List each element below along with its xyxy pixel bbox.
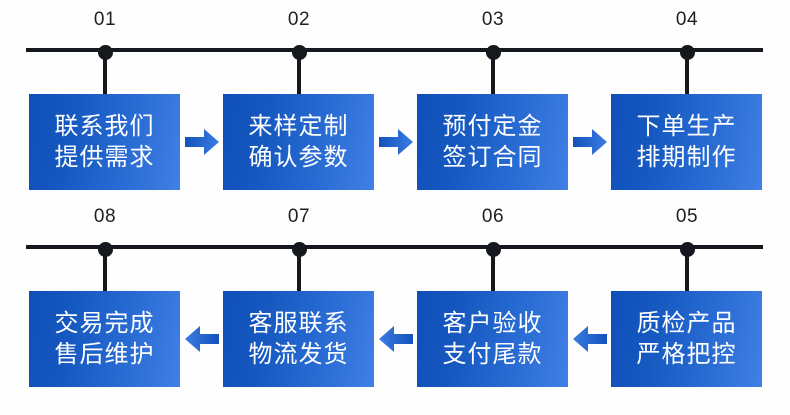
step-card-08[interactable]: 交易完成 售后维护 <box>29 291 180 387</box>
step-number-08: 08 <box>93 206 117 227</box>
step-card-07-line2: 物流发货 <box>248 340 349 368</box>
step-card-05-line1: 质检产品 <box>636 309 737 338</box>
connector-stem-03 <box>491 50 495 95</box>
timeline-node-dot-03 <box>486 45 501 60</box>
arrow-left-icon-05-to-06 <box>573 326 607 352</box>
step-card-01[interactable]: 联系我们 提供需求 <box>29 94 180 190</box>
timeline-node-dot-07 <box>292 242 307 257</box>
timeline-axis-row-bottom <box>26 245 763 249</box>
step-number-02: 02 <box>287 9 311 30</box>
timeline-axis-row-top <box>26 48 763 52</box>
arrow-left-icon-07-to-08 <box>185 326 219 352</box>
step-card-03-line2: 签订合同 <box>442 143 543 171</box>
step-card-06[interactable]: 客户验收 支付尾款 <box>417 291 568 387</box>
connector-stem-01 <box>103 50 107 95</box>
step-number-01: 01 <box>93 9 117 30</box>
step-card-06-line2: 支付尾款 <box>442 340 543 368</box>
step-card-07-line1: 客服联系 <box>248 309 349 338</box>
arrow-right-icon-03-to-04 <box>573 129 607 155</box>
step-card-07[interactable]: 客服联系 物流发货 <box>223 291 374 387</box>
step-card-02[interactable]: 来样定制 确认参数 <box>223 94 374 190</box>
step-card-04-line2: 排期制作 <box>636 143 737 171</box>
arrow-right-icon-02-to-03 <box>379 129 413 155</box>
step-card-05[interactable]: 质检产品 严格把控 <box>611 291 762 387</box>
step-card-08-line1: 交易完成 <box>54 309 155 338</box>
step-card-03-line1: 预付定金 <box>442 112 543 141</box>
connector-stem-02 <box>297 50 301 95</box>
step-card-02-line1: 来样定制 <box>248 112 349 141</box>
timeline-node-dot-04 <box>680 45 695 60</box>
connector-stem-08 <box>103 247 107 292</box>
timeline-node-dot-08 <box>98 242 113 257</box>
connector-stem-05 <box>685 247 689 292</box>
step-number-07: 07 <box>287 206 311 227</box>
step-card-01-line2: 提供需求 <box>54 143 155 171</box>
step-number-04: 04 <box>675 9 699 30</box>
timeline-node-dot-05 <box>680 242 695 257</box>
arrow-right-icon-01-to-02 <box>185 129 219 155</box>
step-number-06: 06 <box>481 206 505 227</box>
step-number-05: 05 <box>675 206 699 227</box>
step-card-06-line1: 客户验收 <box>442 309 543 338</box>
step-card-03[interactable]: 预付定金 签订合同 <box>417 94 568 190</box>
connector-stem-06 <box>491 247 495 292</box>
step-card-04-line1: 下单生产 <box>636 112 737 141</box>
timeline-node-dot-06 <box>486 242 501 257</box>
arrow-left-icon-06-to-07 <box>379 326 413 352</box>
step-card-01-line1: 联系我们 <box>54 112 155 141</box>
connector-stem-07 <box>297 247 301 292</box>
step-card-04[interactable]: 下单生产 排期制作 <box>611 94 762 190</box>
step-card-05-line2: 严格把控 <box>636 340 737 368</box>
step-number-03: 03 <box>481 9 505 30</box>
step-card-02-line2: 确认参数 <box>248 143 349 171</box>
connector-stem-04 <box>685 50 689 95</box>
timeline-node-dot-01 <box>98 45 113 60</box>
step-card-08-line2: 售后维护 <box>54 340 155 368</box>
timeline-node-dot-02 <box>292 45 307 60</box>
